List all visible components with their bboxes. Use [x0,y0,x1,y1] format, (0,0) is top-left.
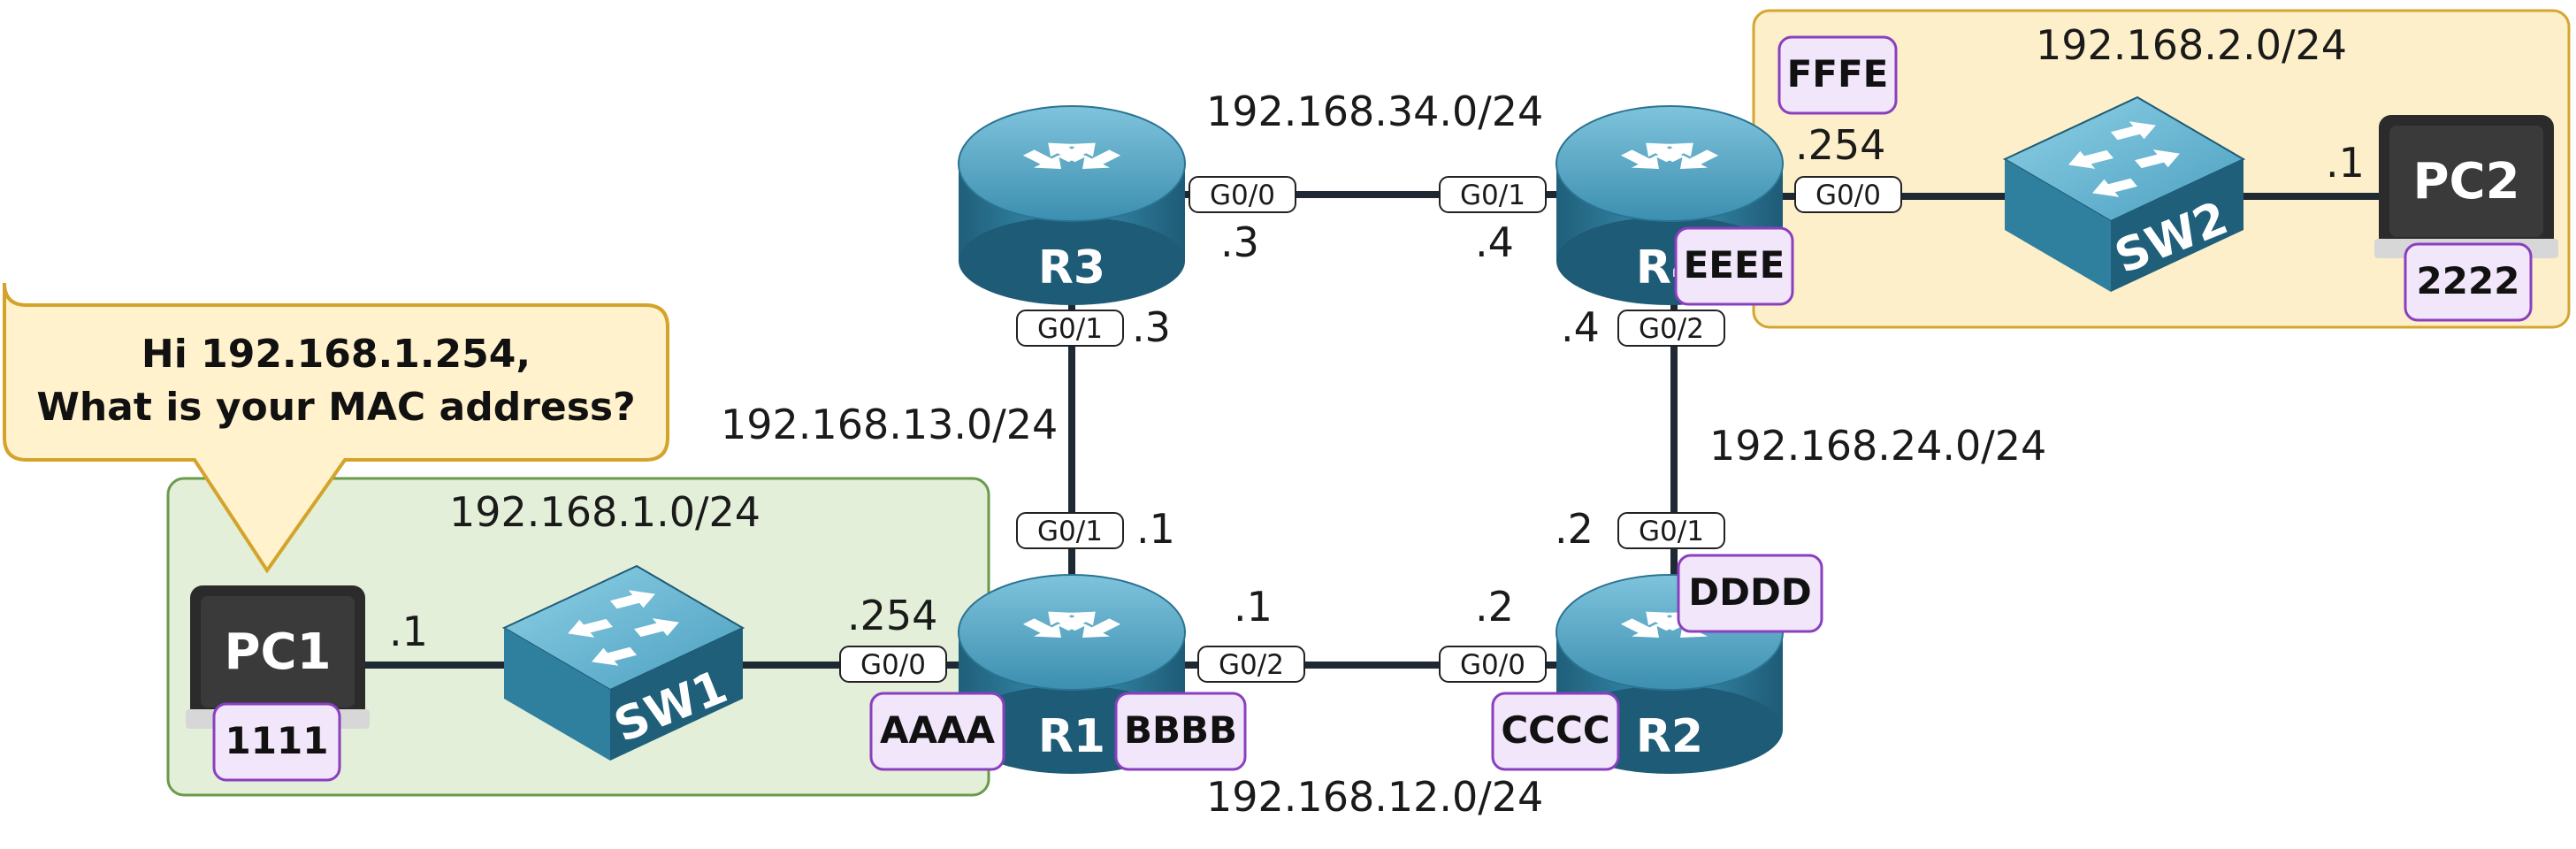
mac-badge-pc2: 2222 [2404,242,2533,322]
network-label-lan2: 192.168.2.0/24 [2036,21,2347,69]
mac-label-pc2: 2222 [2417,259,2520,302]
mac-badge-r2-g0-1 [1677,554,1823,633]
pc2[interactable]: PC2 [2374,115,2558,258]
ip-label-r4-g0-1: .4 [1475,218,1514,266]
network-label-r3-r4: 192.168.34.0/24 [1206,88,1543,135]
mac-label-r2-g0-0: CCCC [1501,708,1609,752]
mac-label-r4-g0-0: FFFE [1787,52,1889,96]
mac-badge-r4-g0-2 [1674,226,1794,306]
mac-label-r4-g0-2: EEEE [1684,243,1785,287]
ip-label-r4-g0-0: .254 [1795,121,1885,169]
port-r2-g0-1: G0/1 [1639,516,1704,547]
mac-label-pc1: 1111 [225,719,329,762]
port-labels: G0/0 G0/2 G0/1 G0/0 G0/1 G0/1 G0/0 G0/1 … [839,176,1902,683]
r3[interactable]: R3 [958,105,1186,305]
port-r1-g0-1: G0/1 [1037,516,1103,547]
pc1-label: PC1 [224,623,331,681]
ip-label-r3-g0-0: .3 [1220,218,1259,266]
r3-label: R3 [1038,241,1105,294]
arp-callout: Hi 192.168.1.254, What is your MAC addre… [3,282,669,574]
ip-label-r2-g0-1: .2 [1555,505,1594,553]
mac-label-r2-g0-1: DDDD [1688,570,1811,614]
mac-badges: AAAA BBBB CCCC DDDD EEEE FFFE [869,35,1898,771]
callout-line-2: What is your MAC address? [36,385,635,430]
ip-label-r4-g0-2: .4 [1561,303,1600,351]
network-label-lan1: 192.168.1.0/24 [449,488,761,536]
port-r3-g0-1: G0/1 [1037,313,1103,345]
port-r3-g0-0: G0/0 [1210,180,1275,211]
mac-badge-r4-g0-0 [1777,35,1898,115]
network-label-r2-r4: 192.168.24.0/24 [1709,422,2046,470]
ip-label-r2-g0-0: .2 [1475,583,1514,631]
r1-label: R1 [1038,710,1105,763]
network-label-r1-r3: 192.168.13.0/24 [721,401,1058,448]
mac-badge-r2-g0-0 [1491,692,1620,771]
port-r4-g0-1: G0/1 [1460,180,1525,211]
r2-label: R2 [1636,710,1703,763]
port-r2-g0-0: G0/0 [1460,649,1525,681]
ip-label-r1-g0-2: .1 [1234,583,1273,631]
network-label-r1-r2: 192.168.12.0/24 [1206,773,1543,821]
ip-label-pc1: .1 [389,608,428,655]
pc2-label: PC2 [2412,153,2519,210]
ip-label-r1-g0-0: .254 [847,592,937,639]
port-r4-g0-2: G0/2 [1639,313,1704,345]
callout-line-1: Hi 192.168.1.254, [141,332,531,377]
ip-labels: .254 .1 .1 .2 .2 .3 .3 .4 .4 .254 [847,121,1885,639]
mac-label-r1-g0-0: AAAA [880,708,996,752]
mac-badge-pc1: 1111 [212,702,341,782]
ip-label-r1-g0-1: .1 [1136,505,1175,553]
port-r1-g0-2: G0/2 [1219,649,1284,681]
port-r4-g0-0: G0/0 [1815,180,1881,211]
ip-label-pc2: .1 [2326,139,2365,187]
ip-label-r3-g0-1: .3 [1132,303,1171,351]
mac-label-r1-g0-2: BBBB [1124,708,1237,752]
callout-bubble [3,282,669,574]
mac-badge-r1-g0-2 [1114,692,1247,771]
port-r1-g0-0: G0/0 [860,649,926,681]
mac-badge-r1-g0-0 [869,692,1005,771]
